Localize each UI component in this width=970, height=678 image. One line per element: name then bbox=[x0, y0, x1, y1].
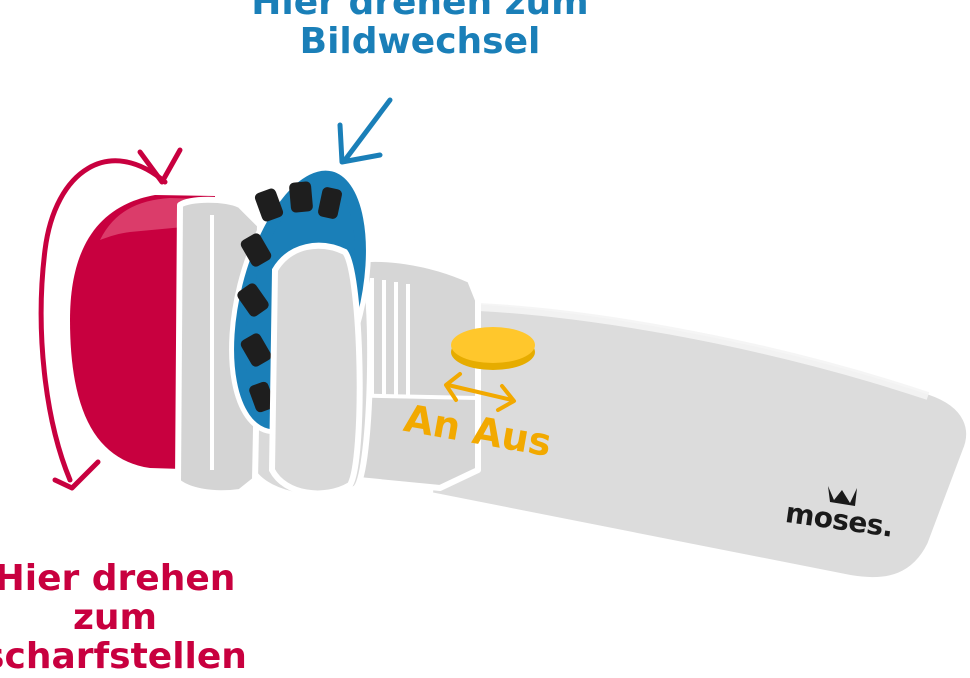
pointing-arrow-icon bbox=[337, 97, 393, 165]
moses-crown-logo-icon bbox=[828, 486, 857, 506]
focus-instruction-line1: Hier drehen bbox=[0, 558, 236, 599]
focus-instruction-line3: scharfstellen bbox=[0, 635, 247, 677]
switch-on-label: An bbox=[400, 396, 464, 450]
on-off-switch bbox=[451, 327, 535, 370]
curved-double-arrow-icon bbox=[38, 147, 183, 491]
picture-wheel bbox=[229, 165, 371, 497]
left-right-arrow-icon bbox=[444, 372, 516, 412]
wheel-instruction-line1: Hier drehen zum bbox=[251, 0, 589, 23]
wheel-instruction-label: Hier drehen zum Bildwechsel bbox=[200, 0, 640, 62]
focus-instruction-label: Hier drehen zum scharfstellen bbox=[0, 558, 270, 677]
wheel-instruction-line2: Bildwechsel bbox=[299, 20, 541, 62]
wheel-slides bbox=[237, 181, 342, 413]
focus-instruction-line2: zum bbox=[72, 596, 158, 638]
